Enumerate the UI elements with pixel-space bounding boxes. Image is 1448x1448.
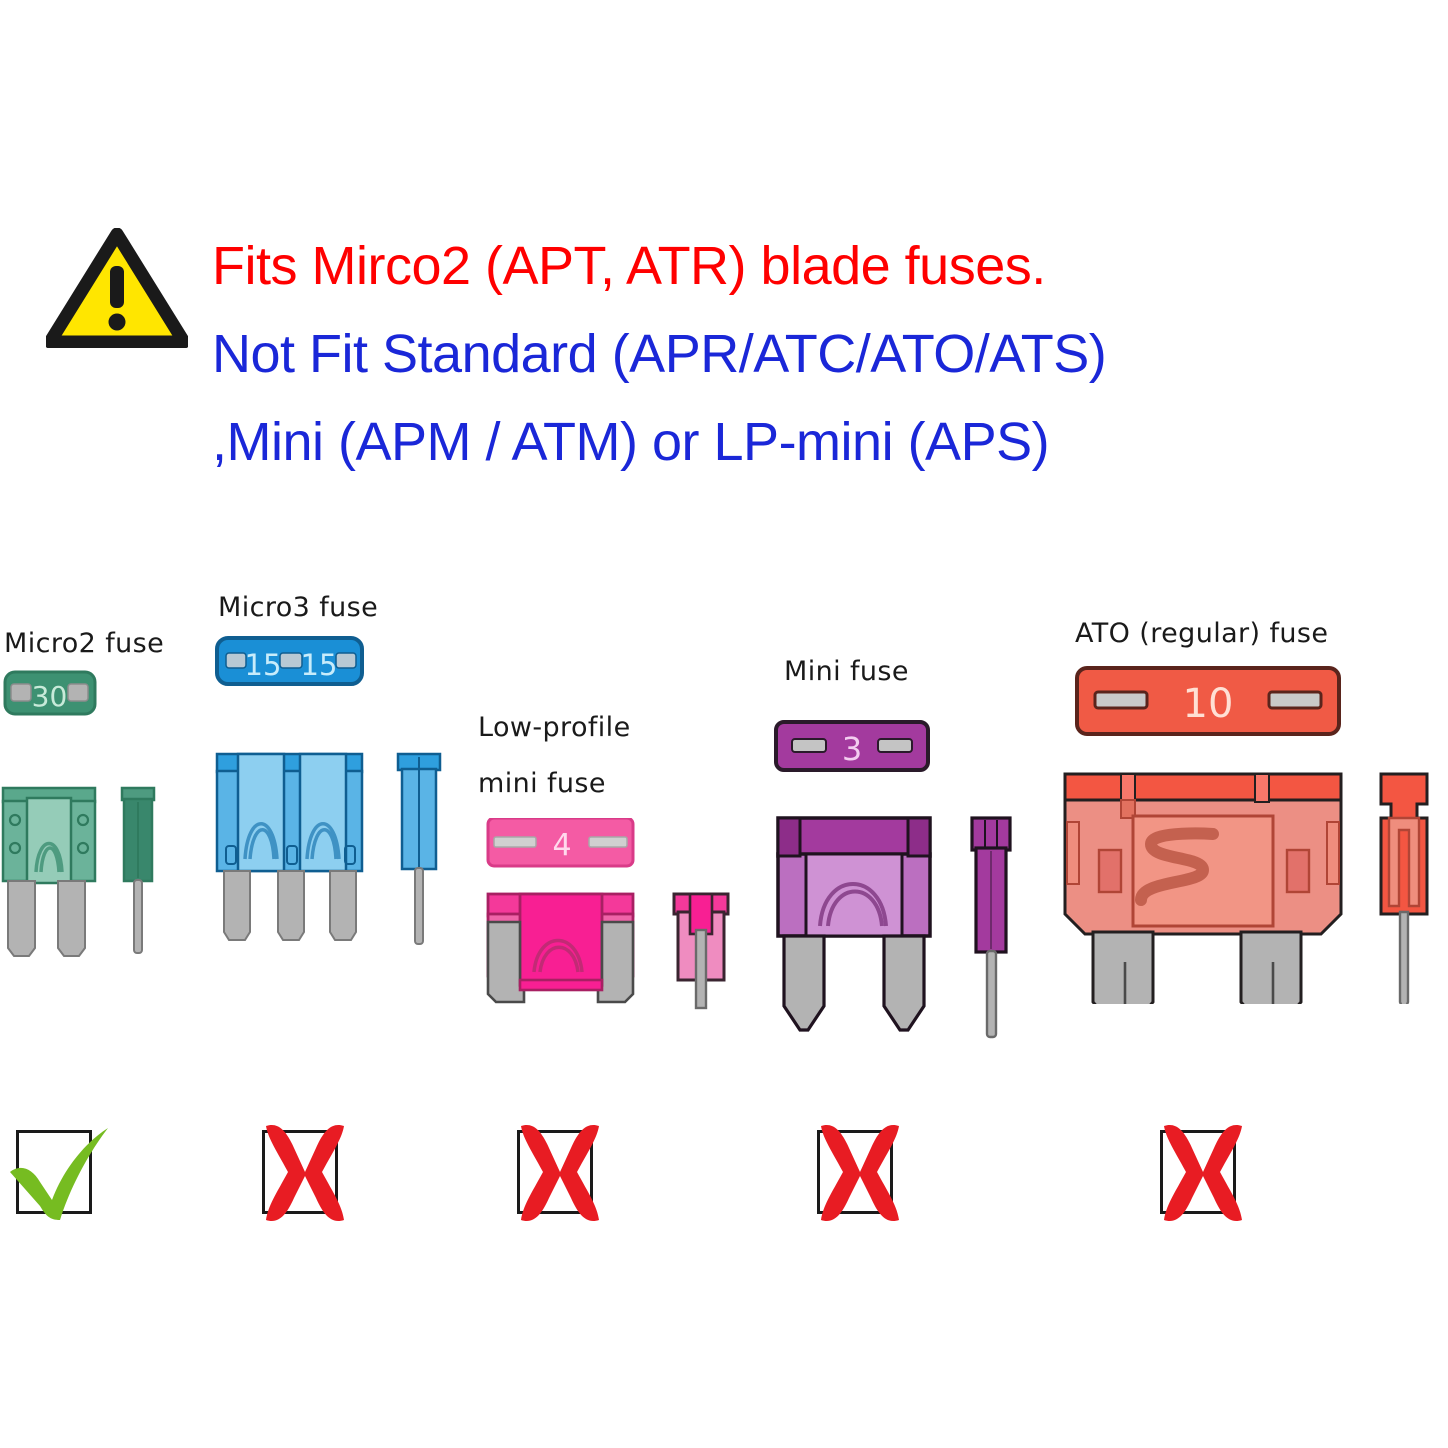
mini-front-view xyxy=(776,816,932,1032)
red-cross-icon xyxy=(1164,1124,1242,1222)
lpm-rating-top: 4 xyxy=(552,828,571,863)
micro3-rating-1: 15 xyxy=(245,648,282,682)
mini-rating-top: 3 xyxy=(842,730,862,768)
warning-line-1: Fits Mirco2 (APT, ATR) blade fuses. xyxy=(212,236,1046,296)
mini-top-view: 3 xyxy=(774,720,930,772)
verdict-box-low-profile-mini xyxy=(517,1130,593,1214)
micro2-top-view: 30 xyxy=(3,670,97,716)
verdict-micro2 xyxy=(4,1120,114,1240)
verdict-row xyxy=(0,1120,1448,1270)
micro2-side-view xyxy=(120,786,156,954)
fuse-ato-regular: ATO (regular) fuse 10 xyxy=(1055,560,1448,1040)
fuse-micro3: Micro3 fuse 15 15 xyxy=(212,560,462,960)
fuse-low-profile-mini-label: Low-profile mini fuse xyxy=(478,700,631,812)
micro2-rating-top: 30 xyxy=(32,680,68,713)
warning-text-block: Fits Mirco2 (APT, ATR) blade fuses. Not … xyxy=(212,222,1412,486)
red-cross-icon xyxy=(821,1124,899,1222)
fuse-micro2-graphic: 30 xyxy=(0,670,200,965)
micro3-side-view xyxy=(396,752,442,945)
warning-line-2: Not Fit Standard (APR/ATC/ATO/ATS) xyxy=(212,324,1107,384)
green-check-icon xyxy=(10,1128,108,1220)
verdict-low-profile-mini xyxy=(505,1120,615,1240)
verdict-box-ato-regular xyxy=(1160,1130,1236,1214)
warning-line-3: ,Mini (APM / ATM) or LP-mini (APS) xyxy=(212,412,1050,472)
verdict-mini xyxy=(805,1120,915,1240)
micro2-front-view xyxy=(1,786,97,957)
fuse-lpm-label-line2: mini fuse xyxy=(478,768,606,799)
mini-side-view xyxy=(970,816,1012,1039)
micro3-rating-2: 15 xyxy=(301,648,338,682)
ato-front-view xyxy=(1063,772,1343,1018)
ato-side-view xyxy=(1379,772,1429,1016)
fuse-micro3-graphic: 15 15 xyxy=(212,636,462,971)
fuse-mini-label: Mini fuse xyxy=(784,656,909,687)
fuse-micro2: Micro2 fuse 30 xyxy=(0,560,200,960)
verdict-box-micro3 xyxy=(262,1130,338,1214)
warning-triangle-icon xyxy=(43,227,191,349)
fuse-ato-label: ATO (regular) fuse xyxy=(1075,618,1329,649)
fuse-mini: Mini fuse 3 xyxy=(762,560,1042,1040)
fuse-diagram-area: Micro2 fuse 30 xyxy=(0,560,1448,1080)
lpm-front-view xyxy=(486,892,635,1004)
red-cross-icon xyxy=(521,1124,599,1222)
fuse-micro3-label: Micro3 fuse xyxy=(218,592,379,623)
fuse-micro2-label: Micro2 fuse xyxy=(4,628,165,659)
fuse-lpm-label-line1: Low-profile xyxy=(478,712,631,743)
ato-top-view: 10 xyxy=(1075,666,1341,736)
warning-banner: Fits Mirco2 (APT, ATR) blade fuses. Not … xyxy=(0,222,1448,522)
fuse-mini-graphic: 3 xyxy=(762,720,1042,1045)
verdict-ato-regular xyxy=(1148,1120,1258,1240)
lpm-top-view: 4 xyxy=(486,816,635,868)
fuse-ato-graphic: 10 xyxy=(1055,664,1448,1018)
fuse-low-profile-mini-graphic: 4 xyxy=(474,816,764,1033)
ato-rating-top: 10 xyxy=(1183,681,1234,727)
micro3-top-view: 15 15 xyxy=(215,636,364,686)
lpm-side-view xyxy=(672,892,730,1010)
verdict-box-mini xyxy=(817,1130,893,1214)
fuse-low-profile-mini: Low-profile mini fuse 4 xyxy=(474,560,764,1040)
verdict-micro3 xyxy=(250,1120,360,1240)
micro3-front-view xyxy=(215,752,364,941)
red-cross-icon xyxy=(266,1124,344,1222)
